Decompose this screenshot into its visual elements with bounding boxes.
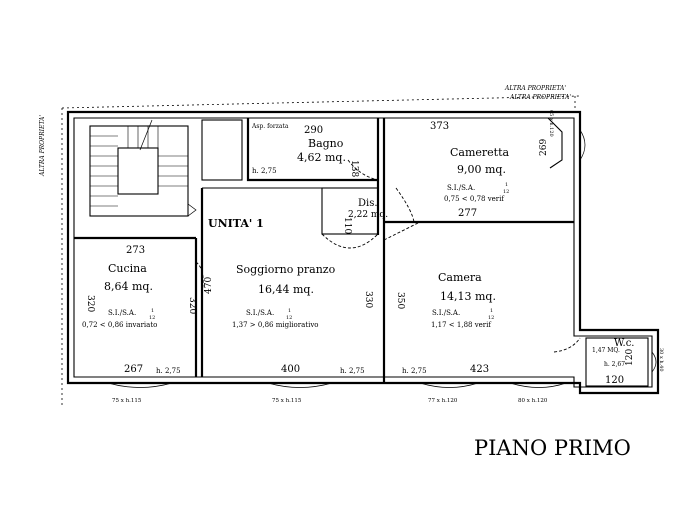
soggiorno-ratio-frac-den: 12: [286, 315, 292, 321]
bagno-note: Asp. forzata: [251, 123, 289, 130]
stair-entry-arrow: [187, 203, 197, 217]
soggiorno-dim-left2: 470: [204, 277, 214, 294]
wc-name: W.c.: [614, 338, 635, 349]
wc-wall: [585, 337, 649, 387]
neighbor-label-right-top: ALTRA PROPRIETA': [504, 85, 566, 92]
door-swings: [195, 159, 581, 353]
bagno-dim-side: 138: [349, 160, 359, 177]
wc-dim-side: 120: [625, 349, 635, 366]
cucina-ratio: 0,72 < 0,86 invariato: [82, 321, 157, 329]
cameretta-dim-side: 269: [539, 139, 549, 156]
window-mark-camera-1: [419, 382, 479, 388]
door-camera: [383, 221, 421, 241]
cameretta-name: Cameretta: [450, 146, 510, 159]
camera-name: Camera: [438, 271, 482, 284]
stair-core: [117, 147, 159, 195]
stair-direction-arrow: [139, 119, 153, 151]
cucina-ratio-frac-num: 1: [151, 308, 154, 314]
soggiorno-name: Soggiorno pranzo: [236, 263, 336, 276]
cameretta-ratio-frac-num: 1: [505, 182, 508, 188]
window-label-camera-1: 77 x h.120: [428, 398, 458, 404]
camera-ratio: 1,17 < 1,88 verif: [431, 321, 492, 329]
neighbor-label-left: ALTRA PROPRIETA': [39, 115, 46, 177]
neighbor-boundaries: [61, 95, 581, 405]
window-label-cucina: 75 x h.115: [112, 398, 142, 404]
camera-ratio-frac-den: 12: [488, 315, 494, 321]
dis-name: Dis.: [358, 198, 378, 209]
bagno-height: h. 2,75: [252, 167, 277, 175]
door-dis: [321, 233, 379, 249]
window-mark-cucina: [107, 382, 173, 388]
soggiorno-ratio: 1,37 > 0,86 migliorativo: [232, 321, 319, 329]
dis-area: 2,22 mq.: [348, 210, 388, 220]
window-mark-cameretta: [579, 129, 586, 161]
wc-area: 1,47 MQ.: [592, 347, 620, 354]
camera-ratio-frac-num: 1: [490, 308, 493, 314]
door-wc: [553, 337, 581, 353]
door-cameretta: [395, 187, 415, 223]
cameretta-ratio: 0,75 < 0,78 verif: [444, 195, 505, 203]
bagno-area: 4,62 mq.: [297, 151, 346, 164]
door-cucina: [195, 261, 204, 293]
window-markers: [107, 129, 657, 388]
cameretta-ratio-label: S.I./S.A.: [447, 184, 475, 192]
window-mark-wc: [651, 351, 657, 373]
outer-wall-outline: [66, 110, 660, 395]
plan-title: PIANO PRIMO: [474, 436, 631, 460]
camera-height: h. 2,75: [402, 367, 427, 375]
window-mark-soggiorno: [267, 382, 333, 388]
cucina-ratio-label: S.I./S.A.: [108, 309, 136, 317]
bagno-dim-top: 290: [304, 125, 323, 136]
interior-walls: [74, 117, 649, 387]
outer-wall-inner-line: [73, 117, 653, 388]
window-label-wc: 30 x h.40: [658, 348, 664, 372]
cameretta-dim-bottom: 277: [458, 208, 477, 219]
neighbor-label-top: ALTRA PROPRIETA': [509, 94, 571, 101]
cameretta-dim-top: 373: [430, 121, 449, 132]
cucina-dim-top: 273: [126, 245, 145, 256]
dis-wall: [321, 187, 379, 235]
cameretta-ratio-frac-den: 12: [503, 189, 509, 195]
camera-area: 14,13 mq.: [440, 290, 496, 303]
cucina-dim-side: 320: [85, 295, 95, 312]
soggiorno-ratio-frac-num: 1: [288, 308, 291, 314]
window-label-cameretta: 65 x h.120: [548, 110, 554, 137]
camera-dim-side: 350: [395, 292, 405, 309]
cucina-dim-bottom: 267: [124, 364, 143, 375]
soggiorno-dim-left: 320: [187, 297, 197, 314]
unit-label: UNITA' 1: [208, 217, 264, 230]
stairwell: [89, 119, 197, 217]
cameretta-area: 9,00 mq.: [457, 163, 506, 176]
bagno-name: Bagno: [308, 137, 344, 150]
cucina-ratio-frac-den: 12: [149, 315, 155, 321]
closet-wall: [201, 119, 243, 181]
stair-box: [89, 125, 189, 217]
wc-dim-bottom: 120: [605, 375, 624, 386]
boundary-line-top: [61, 95, 581, 109]
window-label-camera-2: 80 x h.120: [518, 398, 548, 404]
wc-height: h. 2,67: [604, 361, 625, 368]
window-mark-camera-2: [509, 382, 567, 388]
camera-dim-bottom: 423: [470, 364, 489, 375]
soggiorno-ratio-label: S.I./S.A.: [246, 309, 274, 317]
cucina-area: 8,64 mq.: [104, 280, 153, 293]
bagno-wall: [246, 118, 378, 182]
cucina-height: h. 2,75: [156, 367, 181, 375]
cameretta-corner: [547, 117, 563, 169]
soggiorno-area: 16,44 mq.: [258, 283, 314, 296]
outer-walls: [66, 110, 660, 395]
soggiorno-dim-bottom: 400: [281, 364, 300, 375]
window-label-soggiorno: 75 x h.115: [272, 398, 302, 404]
cucina-name: Cucina: [108, 262, 147, 275]
camera-ratio-label: S.I./S.A.: [432, 309, 460, 317]
soggiorno-height: h. 2,75: [340, 367, 365, 375]
dis-dim-side: 110: [342, 217, 352, 234]
soggiorno-dim-right: 330: [363, 291, 373, 308]
